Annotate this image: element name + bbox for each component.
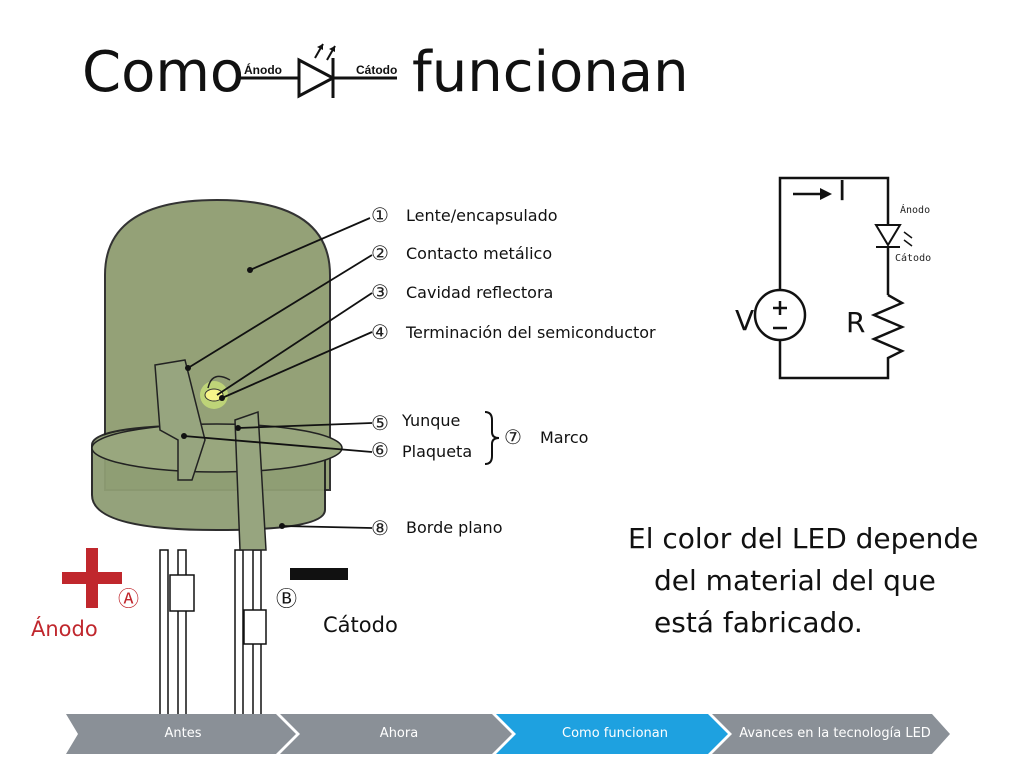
part-label-frame: Marco (540, 428, 589, 447)
circuit-cathode-label: Cátodo (895, 253, 932, 264)
plus-icon (62, 548, 122, 608)
part-number-3: ③ (371, 280, 389, 304)
circuit-anode-label: Ánodo (900, 205, 931, 216)
nav-tab-ahora[interactable]: Ahora (379, 726, 419, 741)
part-number-8: ⑧ (371, 516, 389, 540)
section-navigation: Antes Ahora Como funcionan Avances en la… (66, 714, 950, 754)
nav-tab-antes[interactable]: Antes (164, 726, 202, 741)
circuit-diagram (753, 176, 913, 380)
anode-mark: Ⓐ (118, 587, 139, 611)
part-number-2: ② (371, 241, 389, 265)
circuit-current-label: I (838, 174, 847, 207)
part-label-plate: Plaqueta (402, 442, 473, 461)
part-label-anvil: Yunque (402, 411, 461, 430)
anode-label: Ánodo (31, 617, 98, 641)
part-label-flat-edge: Borde plano (406, 518, 503, 537)
title-symbol-cathode-label: Cátodo (356, 63, 398, 77)
part-label-cavity: Cavidad reflectora (406, 283, 554, 302)
page-title-left: Como (82, 40, 245, 105)
title-symbol-anode-label: Ánodo (244, 63, 282, 77)
cathode-mark: Ⓑ (276, 587, 297, 611)
cathode-label: Cátodo (323, 613, 398, 637)
page-title-right: funcionan (412, 40, 689, 105)
part-number-1: ① (371, 203, 389, 227)
circuit-voltage-label: V (735, 304, 755, 337)
explanation-text: El color del LED depende del material de… (628, 518, 998, 644)
part-label-lens: Lente/encapsulado (406, 206, 558, 225)
nav-tab-como-funcionan[interactable]: Como funcionan (562, 726, 668, 741)
part-number-6: ⑥ (371, 438, 389, 462)
led-diagram (91, 198, 373, 731)
nav-tab-avances[interactable]: Avances en la tecnología LED (739, 726, 931, 741)
part-label-contact: Contacto metálico (406, 244, 553, 263)
diode-symbol-icon (237, 43, 397, 99)
explanation-line-2: del material del que (654, 564, 936, 597)
part-number-4: ④ (371, 320, 389, 344)
circuit-resistor-label: R (846, 306, 866, 339)
explanation-line-1: El color del LED depende (628, 522, 979, 555)
part-number-5: ⑤ (371, 411, 389, 435)
brace-icon (484, 411, 500, 465)
part-number-7: ⑦ (504, 425, 522, 449)
nav-background (66, 714, 950, 754)
minus-icon (290, 568, 348, 580)
part-label-termination: Terminación del semiconductor (406, 323, 656, 342)
explanation-line-3: está fabricado. (654, 606, 863, 639)
